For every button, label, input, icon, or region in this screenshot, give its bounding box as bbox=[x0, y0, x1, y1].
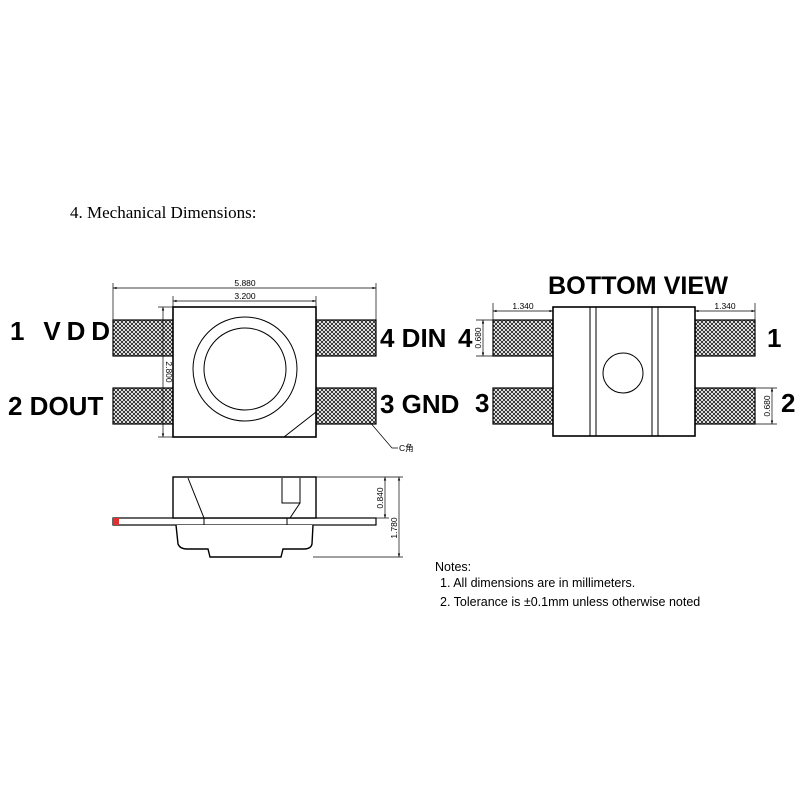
notes: Notes: 1. All dimensions are in millimet… bbox=[435, 560, 700, 609]
top-view: 5.880 3.200 2.800 C角 1 VDD 2 DOUT 4 DIN … bbox=[8, 278, 459, 453]
lens-outer-ring bbox=[192, 316, 298, 422]
pin-label-3-gnd: 3 GND bbox=[380, 389, 459, 419]
dim-overall-width-text: 5.880 bbox=[234, 278, 256, 288]
bottom-view-title: BOTTOM VIEW bbox=[548, 272, 728, 300]
dim-lead-height: 0.840 bbox=[375, 477, 387, 518]
pin-number-2: 2 bbox=[781, 388, 795, 418]
pin-number-1: 1 bbox=[767, 323, 781, 353]
side-body-lower bbox=[175, 524, 314, 558]
pad-2-dout bbox=[112, 387, 174, 425]
thermal-pad-circle bbox=[602, 352, 644, 394]
bottom-view: BOTTOM VIEW 1.340 1.340 0.68 bbox=[458, 272, 795, 437]
dim-total-height: 1.780 bbox=[389, 477, 401, 557]
note-item: 2. Tolerance is ±0.1mm unless otherwise … bbox=[440, 595, 700, 609]
package-body bbox=[172, 306, 317, 438]
dim-right-pad-width: 0.680 bbox=[755, 387, 777, 425]
side-body-detail bbox=[187, 477, 205, 519]
pin-number-3: 3 bbox=[475, 388, 489, 418]
chamfer-corner bbox=[283, 411, 317, 438]
leader-line bbox=[367, 419, 398, 449]
dim-left-pad-width: 0.680 bbox=[473, 319, 493, 357]
dim-left-pad-width-text: 0.680 bbox=[473, 327, 483, 349]
dim-right-pad-length: 1.340 bbox=[695, 301, 756, 320]
dim-body-height-text: 2.800 bbox=[164, 361, 174, 383]
chamfer-leader: C角 bbox=[367, 419, 414, 453]
pad-1-vdd bbox=[112, 319, 174, 357]
pad-4 bbox=[492, 319, 554, 357]
dim-body-width: 3.200 bbox=[172, 291, 317, 307]
pin-label-2-dout: 2 DOUT bbox=[8, 391, 103, 421]
notes-heading: Notes: bbox=[435, 560, 471, 574]
pad-1 bbox=[694, 319, 756, 357]
pin-number-4: 4 bbox=[458, 323, 473, 353]
dim-left-pad-length: 1.340 bbox=[492, 301, 553, 320]
side-view: 0.840 1.780 bbox=[112, 476, 403, 558]
lead-strip bbox=[112, 517, 377, 526]
side-body-detail bbox=[281, 478, 301, 504]
side-body-detail bbox=[289, 502, 301, 519]
pad-3-gnd bbox=[315, 387, 377, 425]
section-title: 4. Mechanical Dimensions: bbox=[70, 203, 257, 222]
package-body-bottom bbox=[552, 306, 696, 437]
dim-left-pad-length-text: 1.340 bbox=[512, 301, 534, 311]
chamfer-label: C角 bbox=[399, 443, 414, 453]
dim-overall-width: 5.880 bbox=[112, 278, 377, 320]
pad-4-din bbox=[315, 319, 377, 357]
dim-body-width-text: 3.200 bbox=[234, 291, 256, 301]
lead-end-mark bbox=[113, 518, 119, 525]
dim-body-height: 2.800 bbox=[158, 306, 174, 438]
side-body-upper bbox=[172, 476, 317, 519]
dim-right-pad-length-text: 1.340 bbox=[714, 301, 736, 311]
dim-right-pad-width-text: 0.680 bbox=[762, 395, 772, 417]
dim-total-height-text: 1.780 bbox=[389, 517, 399, 539]
note-item: 1. All dimensions are in millimeters. bbox=[440, 576, 635, 590]
pad-3 bbox=[492, 387, 554, 425]
pin-label-1-vdd: 1 VDD bbox=[10, 316, 110, 346]
lens-inner-ring bbox=[203, 327, 287, 411]
pin-label-4-din: 4 DIN bbox=[380, 323, 446, 353]
dim-lead-height-text: 0.840 bbox=[375, 487, 385, 509]
pad-2 bbox=[694, 387, 756, 425]
